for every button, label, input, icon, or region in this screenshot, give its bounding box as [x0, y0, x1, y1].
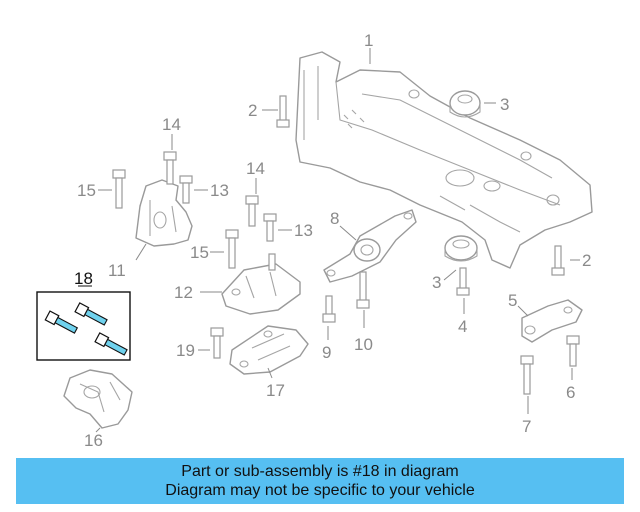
bracket-part-17[interactable]: [229, 325, 309, 375]
callout-label-13-upper: 13: [210, 181, 229, 200]
callout-label-15-lower: 15: [190, 243, 209, 262]
bolt-part-2-top[interactable]: [276, 95, 290, 128]
bolt-part-15-lower[interactable]: [225, 229, 239, 269]
callout-label-2-right: 2: [582, 251, 591, 270]
callout-label-2-top: 2: [248, 101, 257, 120]
callout-label-1: 1: [364, 31, 373, 50]
bolt-part-14-upper[interactable]: [163, 151, 177, 185]
bolt-part-15-upper[interactable]: [112, 169, 126, 209]
callout-label-14-upper: 14: [162, 115, 181, 134]
bushing-part-3-top[interactable]: [449, 90, 481, 118]
callout-label-17: 17: [266, 381, 285, 400]
bolt-part-13-lower[interactable]: [263, 213, 277, 242]
callout-label-3-top: 3: [500, 95, 509, 114]
callout-label-8: 8: [330, 209, 339, 228]
bolt-part-14-lower[interactable]: [245, 195, 259, 227]
callout-label-9: 9: [322, 343, 331, 362]
callout-label-16: 16: [84, 431, 103, 450]
bolt-part-9[interactable]: [322, 295, 336, 323]
callout-label-15-upper: 15: [77, 181, 96, 200]
engine-mount-part-11[interactable]: [135, 179, 193, 247]
transmission-mount-part-16[interactable]: [63, 369, 133, 429]
callout-label-10: 10: [354, 335, 373, 354]
bolt-part-10[interactable]: [356, 271, 370, 309]
subframe-part-1[interactable]: [295, 51, 593, 269]
info-banner: Part or sub-assembly is #18 in diagram D…: [16, 458, 624, 504]
callout-label-18: 18: [74, 269, 93, 288]
banner-line-1: Part or sub-assembly is #18 in diagram: [181, 463, 459, 480]
bolt-part-19[interactable]: [210, 327, 224, 359]
callout-label-11: 11: [108, 261, 126, 280]
bracket-part-5[interactable]: [521, 299, 583, 343]
callout-label-19: 19: [176, 341, 195, 360]
parts-diagram: 1 2 3 14 15 13 11 14 13 15 12 19 17 8 9 …: [36, 31, 593, 450]
callout-label-3-bottom: 3: [432, 273, 441, 292]
torque-rod-part-8[interactable]: [323, 209, 417, 283]
callout-label-5: 5: [508, 291, 517, 310]
leader-lines: [78, 48, 580, 433]
bolt-part-7[interactable]: [520, 355, 534, 395]
bolt-part-2-right[interactable]: [551, 245, 565, 276]
mount-plate-part-12[interactable]: [221, 253, 301, 315]
callout-label-13-lower: 13: [294, 221, 313, 240]
callout-label-6: 6: [566, 383, 575, 402]
bolt-part-6[interactable]: [566, 335, 580, 367]
callout-label-4: 4: [458, 317, 467, 336]
callout-label-14-lower: 14: [246, 159, 265, 178]
callout-label-12: 12: [174, 283, 193, 302]
callout-label-7: 7: [522, 417, 531, 436]
bolt-part-4[interactable]: [456, 267, 470, 296]
bushing-part-3-bottom[interactable]: [444, 235, 478, 262]
bolt-part-13-upper[interactable]: [179, 175, 193, 204]
bolt-set-part-18[interactable]: [36, 291, 131, 361]
banner-line-2: Diagram may not be specific to your vehi…: [165, 482, 475, 499]
